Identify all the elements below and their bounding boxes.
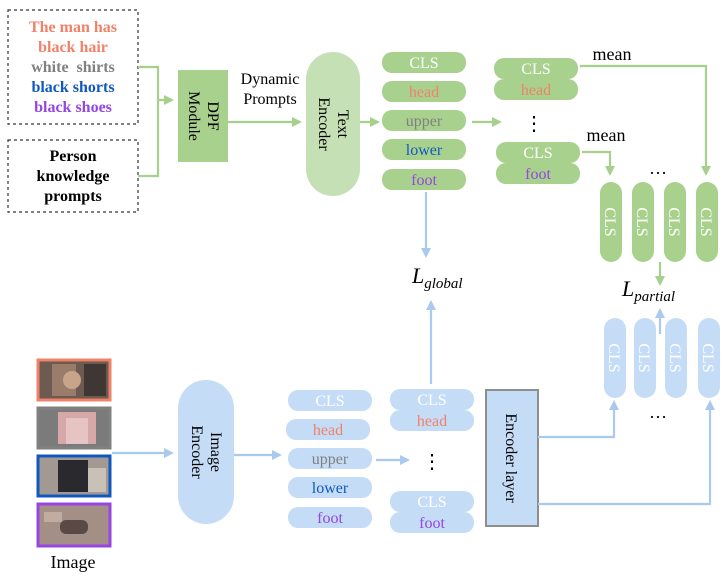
text-token-head xyxy=(382,81,466,102)
mean-label-top: mean xyxy=(593,44,632,64)
text-token-head-label: head xyxy=(409,84,439,101)
knowledge-box xyxy=(7,139,139,213)
image-group-1-head xyxy=(390,410,474,431)
blue-cls-ellipsis: … xyxy=(649,402,667,422)
l-global-label: Lglobal xyxy=(411,263,463,292)
image-thumb-1 xyxy=(36,358,112,402)
prompt-line-3: white shirts xyxy=(31,59,115,76)
mean-arrow-top xyxy=(580,64,711,176)
mean-arrow-mid xyxy=(582,150,615,176)
image-encoder xyxy=(178,380,234,524)
prompt-line-4: black shorts xyxy=(31,79,114,96)
prompt-line-2: black hair xyxy=(38,39,108,56)
image-group-2-foot xyxy=(390,512,474,533)
image-token-upper xyxy=(288,448,372,469)
text-group-2-foot-label: foot xyxy=(525,166,551,183)
prompt-box xyxy=(7,9,139,125)
image-group-1-cls-label: CLS xyxy=(417,392,446,409)
text-token-upper xyxy=(382,110,466,131)
green-cls-pill-2 xyxy=(632,182,654,262)
green-cls-pill-4-label: CLS xyxy=(697,207,714,236)
image-group-2-cls xyxy=(390,491,474,512)
image-group-1-head-label: head xyxy=(417,413,447,430)
text-group-1-cls-label: CLS xyxy=(521,61,550,78)
image-token-foot-label: foot xyxy=(317,510,343,527)
text-group-1-cls xyxy=(494,58,578,79)
image-groups-vertical-ellipsis: ⋮ xyxy=(422,451,442,473)
image-token-foot xyxy=(288,507,372,528)
image-token-cls xyxy=(288,390,372,411)
l-partial-label: Lpartial xyxy=(621,276,675,305)
dynamic-prompts-line-1: Dynamic xyxy=(241,71,300,88)
image-group-1-cls xyxy=(390,389,474,410)
text-groups-vertical-ellipsis: ⋮ xyxy=(524,113,544,135)
text-encoder-label-2: Encoder xyxy=(315,97,332,151)
mean-label-mid: mean xyxy=(587,125,626,145)
blue-cls-pill-4 xyxy=(698,318,720,398)
prompt-line-1: The man has xyxy=(29,19,117,36)
image-label: Image xyxy=(51,552,96,572)
green-cls-pill-3 xyxy=(664,182,686,262)
blue-cls-pill-4-label: CLS xyxy=(699,343,716,372)
text-token-lower xyxy=(382,139,466,160)
green-cls-pill-1 xyxy=(600,182,622,262)
blue-cls-pill-1-label: CLS xyxy=(605,343,622,372)
encoder-layer-to-pills-bottom xyxy=(538,400,715,506)
text-token-lower-label: lower xyxy=(406,142,443,159)
encoder-layer xyxy=(485,389,539,527)
image-group-2-cls-label: CLS xyxy=(417,494,446,511)
text-group-1-head xyxy=(494,79,578,100)
blue-cls-pill-1 xyxy=(604,318,626,398)
knowledge-line-1: Person xyxy=(49,148,96,165)
text-token-foot-label: foot xyxy=(411,172,437,189)
image-token-upper-label: upper xyxy=(312,451,349,468)
prompt-to-dpf-line xyxy=(138,65,174,105)
knowledge-to-dpf-line xyxy=(138,100,160,178)
image-thumb-2 xyxy=(36,406,112,450)
image-thumb-4 xyxy=(36,502,112,548)
text-group-2-foot xyxy=(496,163,580,184)
image-group-2-foot-label: foot xyxy=(419,515,445,532)
image-token-cls-label: CLS xyxy=(315,393,344,410)
blue-cls-pill-2-label: CLS xyxy=(635,343,652,372)
green-cls-ellipsis: … xyxy=(649,158,667,178)
text-group-2-cls xyxy=(496,142,580,163)
text-token-cls-label: CLS xyxy=(409,55,438,72)
dpf-module xyxy=(178,70,228,162)
text-encoder xyxy=(306,52,360,196)
image-encoder-label-1: Image xyxy=(207,432,224,472)
blue-cls-pill-3 xyxy=(665,318,687,398)
knowledge-line-3: prompts xyxy=(44,188,102,205)
text-group-2-cls-label: CLS xyxy=(523,145,552,162)
green-cls-pill-4 xyxy=(696,182,718,262)
encoder-layer-label: Encoder layer xyxy=(502,413,519,503)
green-cls-pill-3-label: CLS xyxy=(665,207,682,236)
green-cls-pill-2-label: CLS xyxy=(633,207,650,236)
text-token-upper-label: upper xyxy=(406,113,443,130)
text-group-1-head-label: head xyxy=(521,82,551,99)
blue-cls-pill-3-label: CLS xyxy=(666,343,683,372)
text-token-foot xyxy=(382,169,466,190)
image-token-head-label: head xyxy=(313,422,343,439)
image-token-head xyxy=(286,419,370,440)
image-token-lower-label: lower xyxy=(312,480,349,497)
dynamic-prompts-line-2: Prompts xyxy=(243,91,296,108)
encoder-layer-to-pills-top xyxy=(538,400,619,439)
knowledge-line-2: knowledge xyxy=(37,168,110,185)
blue-cls-pill-2 xyxy=(634,318,656,398)
dpf-label-1: DPF xyxy=(204,101,221,130)
image-thumb-3 xyxy=(36,454,112,498)
text-token-cls xyxy=(382,52,466,73)
dpf-label-2: Module xyxy=(185,91,202,141)
text-encoder-label-1: Text xyxy=(334,110,351,139)
image-encoder-label-2: Encoder xyxy=(188,425,205,479)
prompt-line-5: black shoes xyxy=(34,99,112,116)
green-cls-pill-1-label: CLS xyxy=(601,207,618,236)
image-token-lower xyxy=(288,477,372,498)
